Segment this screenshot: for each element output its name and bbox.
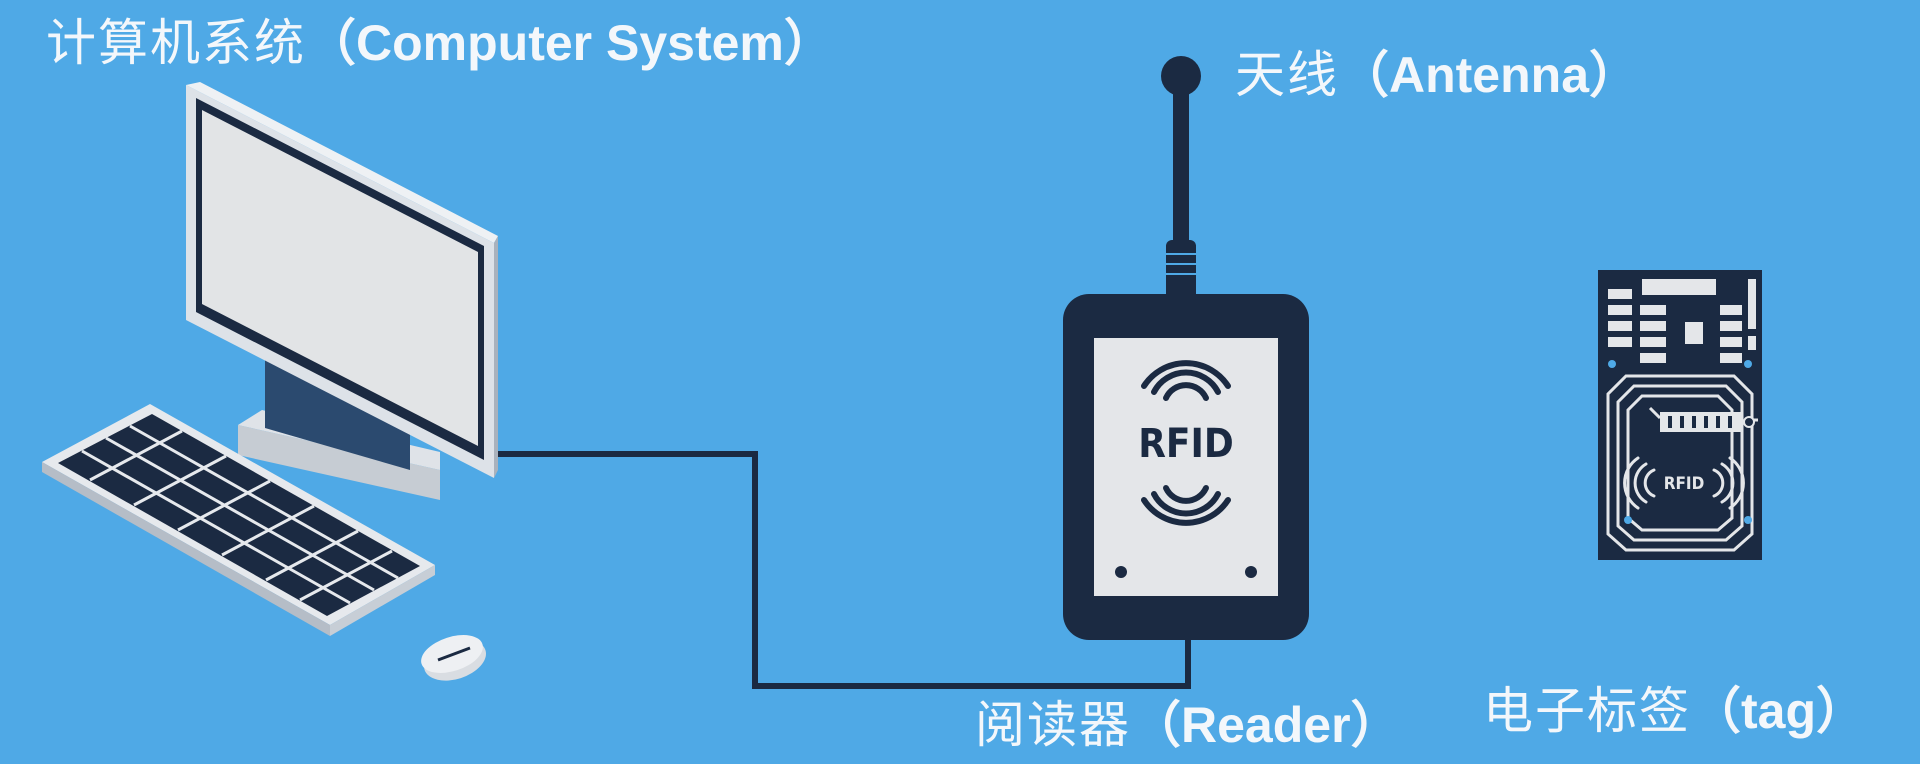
rfid-reader-icon: RFID	[1063, 294, 1309, 640]
computer-monitor-icon	[186, 82, 498, 500]
antenna-label-en: （Antenna）	[1339, 47, 1639, 103]
mouse-icon	[421, 635, 486, 681]
computer-system-label-zh: 计算机系统	[46, 14, 306, 72]
keyboard-icon	[42, 404, 435, 636]
reader-label: 阅读器（Reader）	[975, 700, 1401, 750]
antenna-label: 天线（Antenna）	[1235, 50, 1639, 100]
tag-label-en: （tag）	[1691, 683, 1866, 739]
reader-label-en: （Reader）	[1131, 697, 1401, 753]
computer-system-label: 计算机系统（Computer System）	[46, 18, 834, 68]
antenna-icon	[1161, 56, 1201, 300]
rfid-tag-icon: RFID	[1598, 270, 1762, 560]
antenna-label-zh: 天线	[1235, 46, 1339, 104]
reader-screen-text: RFID	[1138, 421, 1234, 467]
tag-label: 电子标签（tag）	[1483, 686, 1866, 736]
wireless-waves-icon	[1141, 360, 1231, 526]
tag-label-zh: 电子标签	[1483, 682, 1691, 740]
tag-chip-text: RFID	[1664, 474, 1705, 494]
reader-label-zh: 阅读器	[975, 696, 1131, 754]
computer-system-label-en: （Computer System）	[306, 15, 834, 71]
connection-cable	[470, 451, 1191, 689]
